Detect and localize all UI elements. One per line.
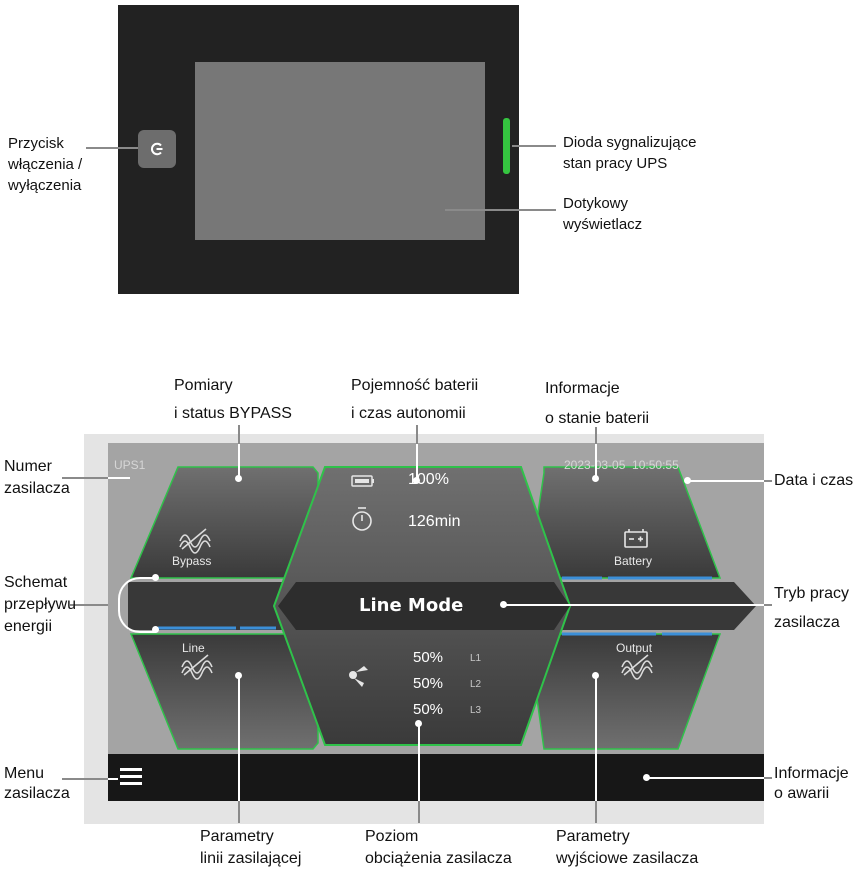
operation-mode: Line Mode: [359, 595, 464, 616]
callout-dot: [235, 475, 242, 482]
callout-load-level: Poziom obciążenia zasilacza: [365, 828, 512, 867]
screen-graphics: [108, 466, 764, 801]
callout-battery-capacity: Pojemność baterii i czas autonomii: [351, 377, 479, 422]
callout-line: [688, 480, 764, 482]
callout-dot: [592, 475, 599, 482]
callout-line: [70, 604, 108, 606]
callout-line: [764, 604, 772, 606]
callout-line: [108, 778, 118, 780]
callout-line: [416, 444, 418, 480]
callout-dot: [643, 774, 650, 781]
callout-dot: [413, 477, 420, 484]
battery-capacity: 100%: [408, 471, 449, 488]
callout-line: [108, 477, 130, 479]
touch-display[interactable]: [195, 62, 485, 240]
callout-dot: [592, 672, 599, 679]
timer-icon: [352, 507, 372, 531]
load-l2-value: 50%: [413, 675, 444, 692]
power-icon: [150, 142, 163, 156]
callout-line: [595, 676, 597, 801]
callout-line: [764, 480, 772, 482]
mode-arrow: [278, 582, 570, 630]
callout-power-button: Przycisk włączenia / wyłączenia: [8, 135, 83, 194]
line-icon: [181, 654, 213, 680]
callout-line: [238, 425, 240, 444]
callout-line: [595, 801, 597, 823]
datetime: 2023-03-05 10:50:55: [564, 458, 679, 472]
output-label: Output: [616, 641, 653, 655]
callout-dot: [152, 626, 159, 633]
callout-line: [505, 604, 764, 606]
callout-dot: [500, 601, 507, 608]
callout-fault-info: Informacje o awarii: [774, 765, 849, 802]
callout-battery-info: Informacje o stanie baterii: [545, 380, 650, 427]
line-label: Line: [182, 641, 205, 655]
load-l1-phase: L1: [470, 653, 482, 664]
callout-line: [86, 147, 138, 149]
callout-energy-flow: Schemat przepływu energii: [4, 574, 77, 635]
output-icon: [621, 654, 653, 680]
callout-line: [648, 777, 764, 779]
callout-ups-number: Numer zasilacza: [4, 458, 70, 497]
load-icon: [349, 666, 368, 687]
callout-line: [416, 425, 418, 444]
callout-line: [595, 444, 597, 478]
callout-dot: [684, 477, 691, 484]
callout-line: [238, 801, 240, 823]
callout-line: [595, 427, 597, 444]
callout-line: [62, 778, 108, 780]
callout-line: [445, 209, 556, 211]
menu-icon[interactable]: [120, 768, 142, 785]
ups-screen: UPS1 2023-03-05 10:50:55 Bypass Battery …: [108, 443, 764, 801]
load-l1-value: 50%: [413, 649, 444, 666]
ups-number: UPS1: [114, 458, 146, 472]
load-l3-value: 50%: [413, 701, 444, 718]
callout-touch-display: Dotykowy wyświetlacz: [563, 195, 643, 233]
callout-line-params: Parametry linii zasilającej: [200, 828, 302, 867]
bypass-label: Bypass: [172, 554, 212, 568]
callout-bypass: Pomiary i status BYPASS: [174, 377, 292, 422]
power-button[interactable]: [138, 130, 176, 168]
callout-line: [62, 477, 108, 479]
callout-line: [418, 801, 420, 823]
backup-time: 126min: [408, 513, 461, 530]
battery-icon: [624, 529, 648, 548]
callout-brace: [118, 577, 156, 633]
callout-dot: [152, 574, 159, 581]
load-l3-phase: L3: [470, 705, 482, 716]
callout-status-led: Dioda sygnalizujące stan pracy UPS: [563, 134, 697, 172]
load-l2-phase: L2: [470, 679, 482, 690]
battery-label: Battery: [614, 554, 653, 568]
bypass-icon: [179, 528, 211, 554]
callout-dot: [415, 720, 422, 727]
callout-operation-mode: Tryb pracy zasilacza: [774, 585, 849, 631]
callout-line: [238, 444, 240, 478]
callout-line: [238, 676, 240, 801]
callout-dot: [235, 672, 242, 679]
callout-datetime: Data i czas: [774, 472, 854, 489]
status-led: [503, 118, 510, 174]
callout-line: [418, 724, 420, 801]
callout-menu: Menu zasilacza: [4, 765, 70, 802]
callout-line: [512, 145, 556, 147]
battery-level-icon: [351, 475, 374, 487]
callout-output-params: Parametry wyjściowe zasilacza: [556, 828, 699, 867]
callout-line: [764, 777, 772, 779]
